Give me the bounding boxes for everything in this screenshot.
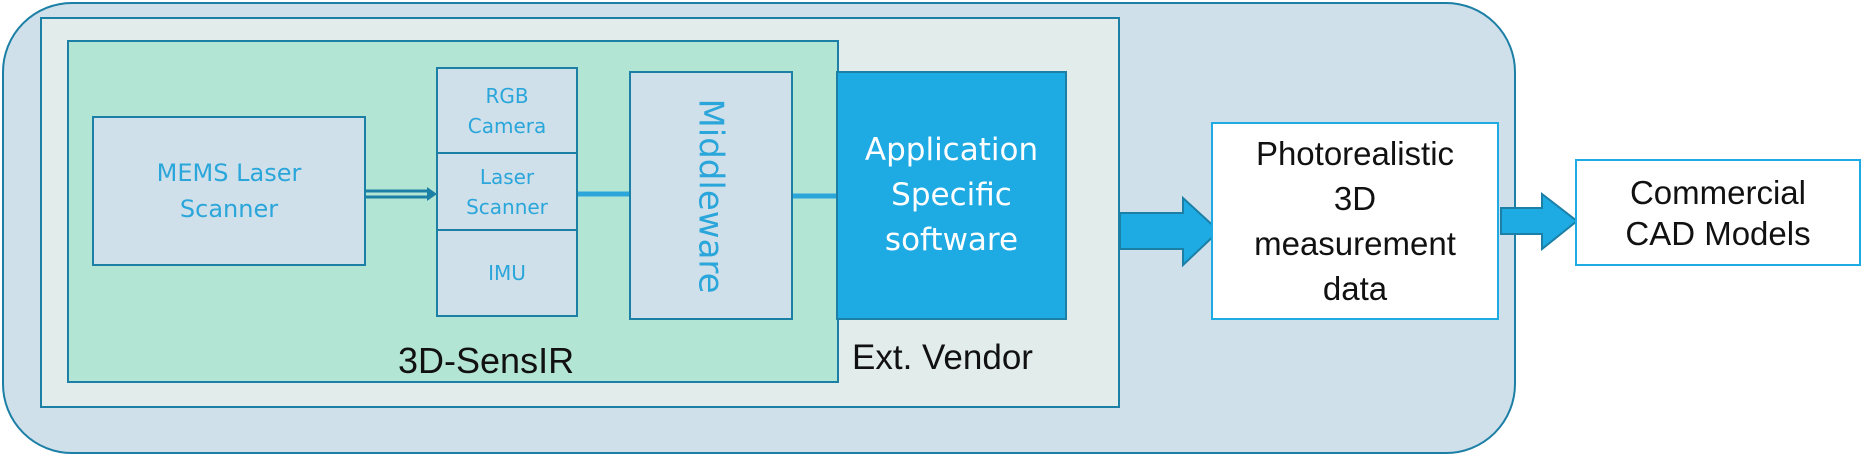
commercial-cad-node: Commercial CAD Models: [1575, 159, 1861, 266]
middleware-node: Middleware: [629, 71, 793, 320]
rgb-camera-node: RGB Camera: [436, 67, 578, 154]
mems-to-laser-arrow: [366, 187, 437, 201]
app-to-photo-block-arrow: [1119, 195, 1221, 268]
middleware-label: Middleware: [691, 97, 732, 294]
laser-scanner-node: Laser Scanner: [436, 152, 578, 231]
application-software-node: Application Specific software: [836, 71, 1067, 320]
ext-vendor-group-label: Ext. Vendor: [852, 338, 1033, 377]
sensir-group-label: 3D-SensIR: [398, 340, 575, 381]
mems-laser-scanner-node: MEMS Laser Scanner: [92, 116, 366, 266]
photorealistic-data-node: Photorealistic 3D measurement data: [1211, 122, 1499, 320]
photo-to-cad-block-arrow: [1500, 191, 1579, 252]
imu-node: IMU: [436, 229, 578, 317]
